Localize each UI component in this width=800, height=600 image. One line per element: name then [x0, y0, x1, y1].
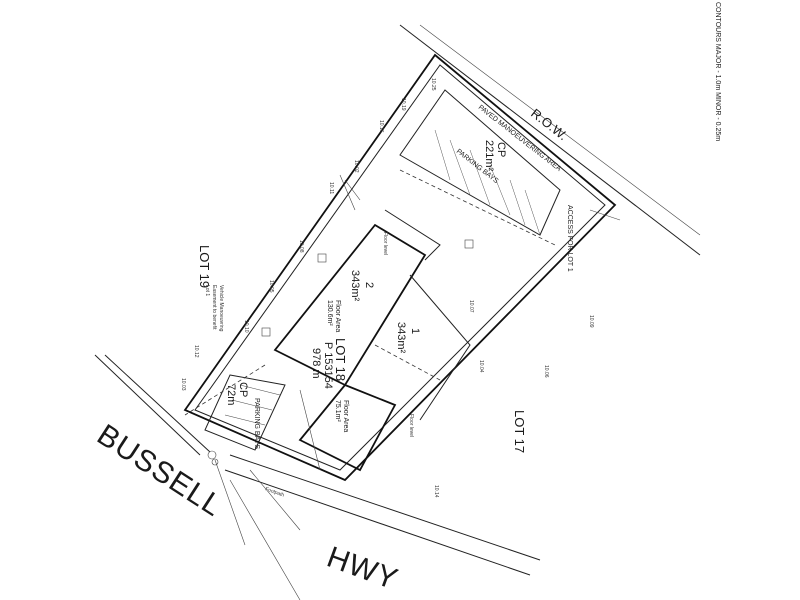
spot-level: 10.12 [193, 345, 199, 358]
rear-cp-area: 221m² [483, 140, 495, 172]
unit-1-floor-area-label: Floor Area [342, 400, 349, 432]
spot-level: 10.03 [180, 378, 186, 391]
front-parking-label: PARKING BAYS [253, 398, 260, 449]
lot-19-label: LOT 19 [197, 245, 212, 288]
unit-2-number: 2 [363, 282, 375, 288]
unit-2-area: 343m² [349, 270, 361, 302]
unit-1-building [298, 383, 397, 472]
unit-1-lot-line [409, 274, 471, 421]
easement-line-2: Easement to benefit [211, 285, 217, 330]
spot-level: 10.06 [543, 365, 549, 378]
unit-1-number: 1 [409, 328, 421, 334]
spot-level: 10.19 [400, 98, 406, 111]
spot-level: 10.04 [478, 360, 484, 373]
unit-1-floor-area: 75.1m² [334, 400, 341, 422]
lot-18-area: 978 m [310, 348, 322, 379]
contour-legend: CONTOURS MAJOR - 1.0m MINOR - 0.25m [714, 2, 721, 141]
plan-number: P 153154 [322, 342, 334, 389]
unit-1-area: 343m² [395, 322, 407, 354]
spot-level: 10.25 [430, 78, 436, 91]
row-road [399, 24, 701, 256]
front-cp-label: CP [237, 382, 249, 397]
spot-levels: 10.25 10.19 10.16 10.02 10.11 10.08 10.0… [180, 78, 594, 498]
access-lot1-label: ACCESS FOR LOT 1 [566, 205, 573, 272]
lot-18-label: LOT 18 [333, 338, 348, 381]
spot-level: 10.02 [353, 160, 359, 173]
spot-level: 10.16 [378, 120, 384, 133]
unit-1-floor-level: Floor level [408, 414, 414, 437]
lot-18-inner-boundary [194, 64, 606, 471]
spot-level: 10.09 [588, 315, 594, 328]
spot-level: 10.07 [468, 300, 474, 313]
hwy-label: HWY [323, 541, 403, 597]
footpath-label: Footpath [264, 486, 285, 498]
spot-level: 10.11 [328, 182, 334, 194]
front-cp-area: 72m [225, 384, 237, 405]
rear-cp-label: CP [495, 142, 507, 157]
unit-2-floor-area: 130.6m² [326, 300, 333, 326]
rear-common-property [399, 89, 561, 246]
spot-level: 10.08 [298, 240, 304, 253]
unit-2-floor-level: Floor level [382, 232, 388, 255]
bussell-label: BUSSELL [91, 418, 228, 523]
bussell-hwy-road [94, 354, 541, 600]
spot-level: 10.10 [243, 320, 249, 333]
unit-2-porch [384, 209, 441, 261]
easement-line [184, 364, 266, 416]
spot-level: 10.14 [433, 485, 439, 498]
easement-line-1: Vehicle Manoeuvring [218, 285, 224, 332]
spot-level: 10.05 [268, 280, 274, 293]
survey-marks [207, 174, 621, 471]
easement-line-3: Lot 1 [204, 285, 210, 296]
lot-17-label: LOT 17 [512, 410, 527, 453]
front-common-property [204, 374, 286, 451]
lot-18-boundary [183, 53, 617, 482]
unit-2-floor-area-label: Floor Area [334, 300, 341, 332]
